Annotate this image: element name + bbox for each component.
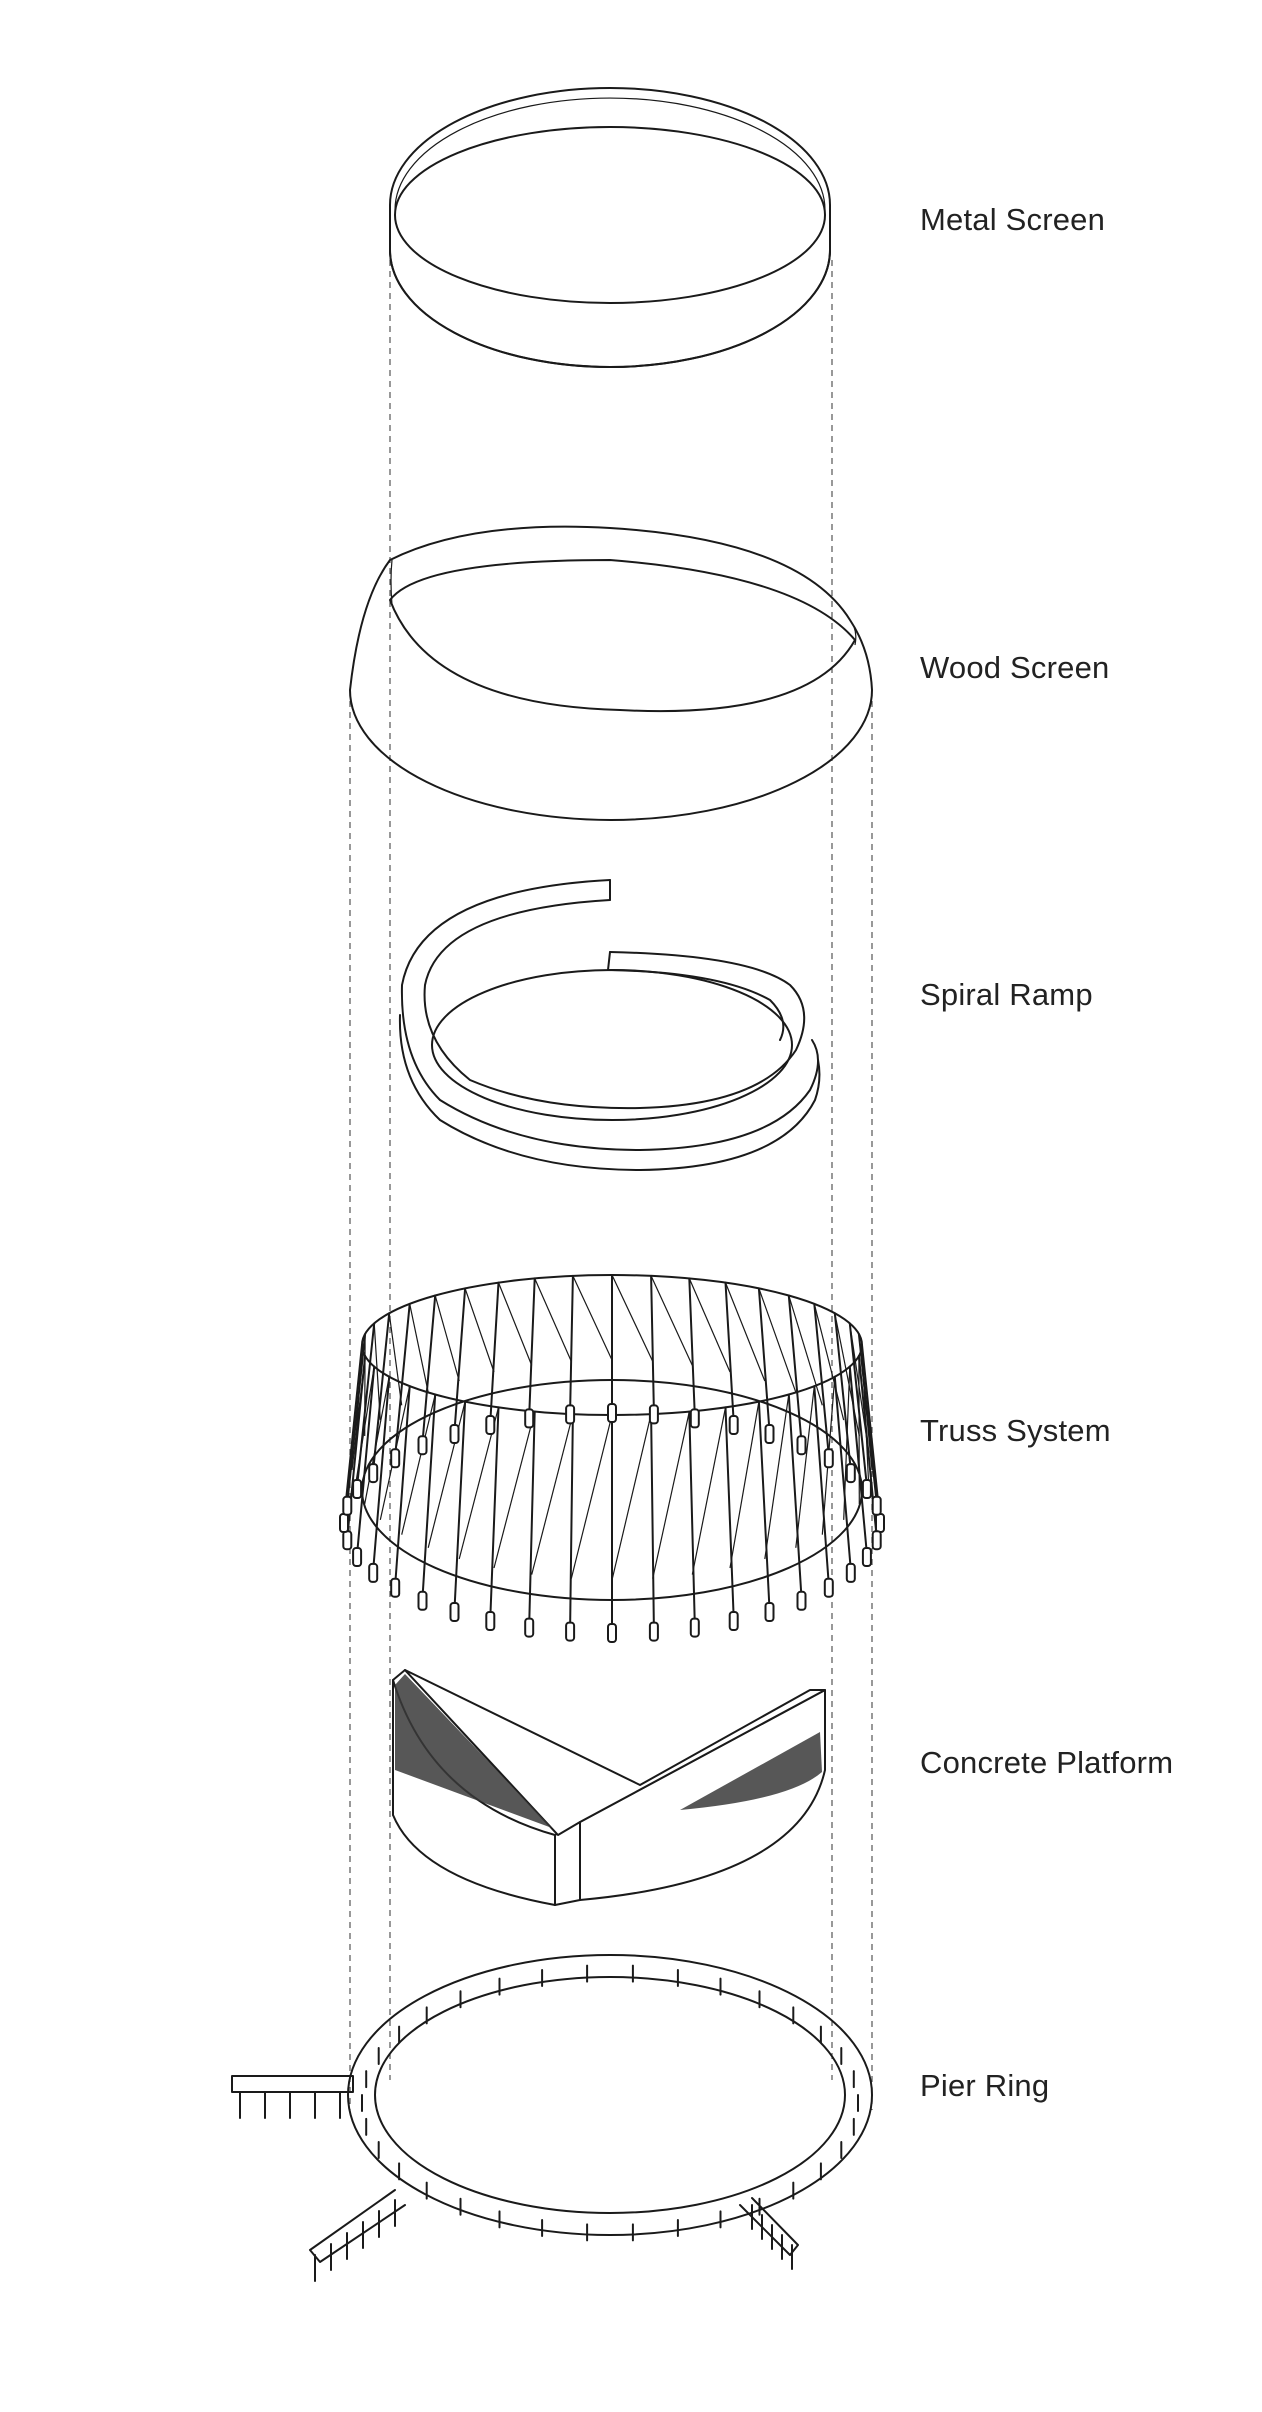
truss-system-drawing: [339, 1274, 885, 1643]
label-metal-screen: Metal Screen: [920, 202, 1106, 237]
label-spiral-ramp: Spiral Ramp: [920, 977, 1093, 1012]
label-wood-screen: Wood Screen: [920, 650, 1110, 685]
spiral-ramp-drawing: [398, 879, 821, 1171]
metal-screen-drawing: [389, 87, 831, 368]
pier-ring-drawing: [231, 1954, 873, 2282]
label-concrete-platform: Concrete Platform: [920, 1745, 1174, 1780]
label-truss-system: Truss System: [920, 1413, 1111, 1448]
projection-guides: [349, 260, 873, 2110]
concrete-platform-drawing: [392, 1669, 826, 1906]
label-pier-ring: Pier Ring: [920, 2068, 1050, 2103]
wood-screen-drawing: [349, 525, 873, 821]
